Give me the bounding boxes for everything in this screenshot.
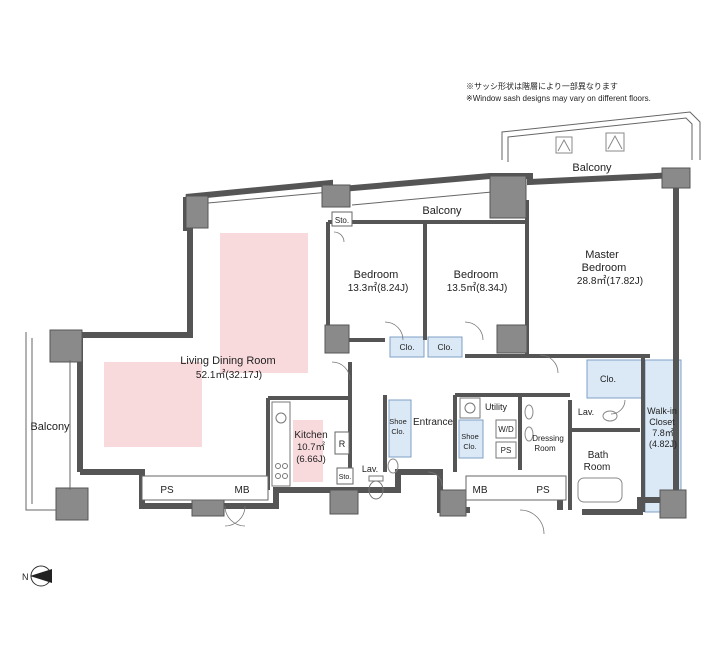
ps-left-label: PS — [160, 485, 174, 496]
columns — [49, 167, 691, 521]
wd-label: W/D — [498, 425, 514, 434]
master-name1: Master — [585, 249, 619, 261]
kitchen-counter — [271, 401, 291, 487]
balcony-mid-label: Balcony — [422, 205, 462, 217]
fridge-label: R — [339, 439, 346, 449]
balcony-left — [25, 332, 71, 511]
entrance-label: Entrance — [413, 417, 453, 428]
utility-sink — [459, 397, 481, 419]
walkin-l2: Closet — [649, 417, 675, 427]
kitchen-name: Kitchen — [294, 430, 327, 441]
mb-ps-right-box — [465, 475, 567, 501]
bath-l1: Bath — [588, 450, 609, 461]
washbasin2-icon — [602, 410, 618, 422]
bedroom2-size: 13.5㎡(8.34J) — [447, 282, 508, 294]
mb-right-label: MB — [473, 485, 488, 496]
storage-label: Sto. — [335, 216, 349, 225]
compass-north-label: N — [22, 572, 29, 582]
dressing-l1: Dressing — [532, 434, 564, 443]
ldk-zone-lower — [104, 362, 202, 447]
bath-l2: Room — [584, 462, 611, 473]
dressing-sinks — [524, 404, 534, 442]
ps-right-label: PS — [536, 485, 550, 496]
walkin-l4: (4.82J) — [649, 439, 677, 449]
washbasin-icon — [387, 458, 399, 474]
shoe-clo1-l1: Shoe — [389, 417, 407, 426]
balcony-left-label: Balcony — [30, 421, 70, 433]
note-japanese: ※サッシ形状は階層により一部異なります — [466, 81, 618, 91]
compass-icon — [30, 565, 52, 587]
wd-box — [495, 419, 517, 439]
shoe-closet2-area — [458, 419, 484, 459]
master-name2: Bedroom — [582, 262, 627, 274]
shoe-clo2-l1: Shoe — [461, 432, 479, 441]
kitchen-size1: 10.7㎡ — [297, 442, 325, 453]
walkin-l3: 7.8㎡ — [652, 428, 674, 438]
kitchen-storage-label: Sto. — [339, 474, 352, 481]
closet3-label: Clo. — [600, 374, 616, 384]
utility-sink-bowl — [464, 402, 476, 414]
shoe-closet1-area — [388, 399, 412, 458]
master-size: 28.8㎡(17.82J) — [577, 275, 643, 287]
lav1-label: Lav. — [362, 464, 378, 474]
kitchen-size2: (6.66J) — [296, 454, 326, 465]
lav2-label: Lav. — [578, 407, 594, 417]
door-swings — [224, 231, 626, 535]
shoe-clo1-l2: Clo. — [391, 427, 404, 436]
utility-label: Utility — [485, 402, 507, 412]
kitchen-zone — [293, 420, 323, 482]
toilet-icon — [368, 475, 384, 500]
ps-utility-label: PS — [501, 446, 512, 455]
balcony-top — [501, 111, 701, 162]
dressing-l2: Room — [534, 444, 556, 453]
bathtub-icon — [577, 477, 623, 503]
bedroom1-size: 13.3㎡(8.24J) — [348, 282, 409, 294]
bedroom2-name: Bedroom — [454, 269, 499, 281]
closet2-label: Clo. — [437, 342, 452, 352]
kitchen-storage-box — [336, 467, 354, 485]
ldk-name: Living Dining Room — [180, 355, 275, 367]
closet-bed1-area — [389, 336, 425, 358]
mb-left-label: MB — [235, 485, 250, 496]
ps-utility-box — [495, 441, 517, 459]
note-english: ※Window sash designs may vary on differe… — [466, 94, 651, 103]
closet1-label: Clo. — [399, 342, 414, 352]
closet-master-area — [586, 359, 644, 399]
bedroom1-name: Bedroom — [354, 269, 399, 281]
walkin-l1: Walk-in — [647, 406, 677, 416]
fridge-box — [334, 431, 350, 455]
closet-bed2-area — [427, 336, 463, 358]
balcony-mid-rail — [351, 191, 493, 206]
ldk-zone-upper — [220, 233, 308, 373]
shoe-clo2-l2: Clo. — [463, 442, 476, 451]
balcony-top-label: Balcony — [572, 162, 612, 174]
ps-mb-left-box — [141, 475, 269, 501]
ldk-size: 52.1㎡(32.17J) — [196, 369, 262, 381]
storage-box — [331, 211, 353, 227]
